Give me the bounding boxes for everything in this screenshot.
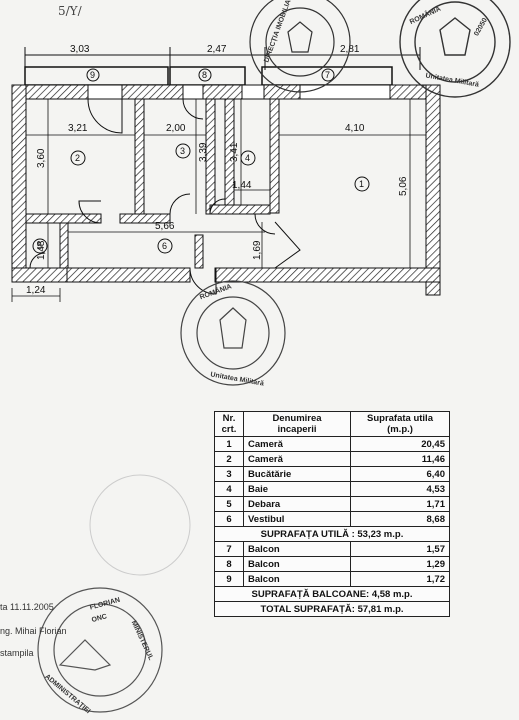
- interior-dimension-lines: [11, 99, 426, 302]
- row-area: 1,71: [350, 496, 450, 512]
- stamp-top-right: [399, 0, 511, 98]
- door-swings: [29, 98, 301, 295]
- row-nr: 5: [214, 496, 244, 512]
- dim-room2-width: 3,21: [68, 123, 88, 134]
- total-useful-row: SUPRAFAȚA UTILĂ : 53,23 m.p.: [214, 526, 450, 542]
- row-name: Vestibul: [243, 511, 351, 527]
- dim-room4-height: 3,41: [229, 142, 240, 162]
- table-row: 3 Bucătărie 6,40: [214, 466, 450, 482]
- row-area: 1,57: [350, 541, 450, 557]
- dim-room4-width: 1,44: [232, 180, 252, 191]
- room-2-number: 2: [75, 153, 80, 163]
- table-row: 5 Debara 1,71: [214, 496, 450, 512]
- dim-room2-height: 3,60: [36, 148, 47, 168]
- stamp-bottom-text-b: ADMINISTRAȚIEI: [43, 673, 91, 715]
- total-useful-area: SUPRAFAȚA UTILĂ : 53,23 m.p.: [214, 526, 450, 542]
- row-nr: 6: [214, 511, 244, 527]
- footer-date: ta 11.11.2005: [0, 602, 54, 612]
- total-area: TOTAL SUPRAFAȚĂ: 57,81 m.p.: [214, 601, 450, 617]
- header-area: Suprafata utila (m.p.): [350, 411, 450, 437]
- row-area: 11,46: [350, 451, 450, 467]
- balcony-9-number: 9: [90, 70, 95, 80]
- row-nr: 4: [214, 481, 244, 497]
- room-3-number: 3: [180, 146, 185, 156]
- row-area: 20,45: [350, 436, 450, 452]
- row-nr: 8: [214, 556, 244, 572]
- table-row: 2 Cameră 11,46: [214, 451, 450, 467]
- row-name: Bucătărie: [243, 466, 351, 482]
- dim-top-left: 3,03: [70, 44, 90, 55]
- row-name: Cameră: [243, 451, 351, 467]
- top-dimension-line: [24, 47, 421, 70]
- header-name: Denumirea incaperii: [243, 411, 351, 437]
- room-5-number: 5: [37, 241, 42, 251]
- room-6-number: 6: [162, 241, 167, 251]
- interior-walls: [25, 98, 280, 269]
- handwritten-note: 5/Y/: [58, 4, 82, 18]
- table-row: 7 Balcon 1,57: [214, 541, 450, 557]
- dim-room5-width: 1,24: [26, 285, 46, 296]
- balcony-7-number: 7: [325, 70, 330, 80]
- row-area: 1,72: [350, 571, 450, 587]
- table-row: 8 Balcon 1,29: [214, 556, 450, 572]
- row-nr: 7: [214, 541, 244, 557]
- stamp-bottom-text-d: ONC: [91, 613, 108, 624]
- total-balconies-row: SUPRAFAȚĂ BALCOANE: 4,58 m.p.: [214, 586, 450, 602]
- stamp-top-right-text-c: 02050: [473, 17, 489, 37]
- table-row: 1 Cameră 20,45: [214, 436, 450, 452]
- dim-hall-height: 1,69: [252, 240, 263, 260]
- room-4-number: 4: [245, 153, 250, 163]
- dim-top-mid: 2,47: [207, 44, 227, 55]
- dim-room1-height: 5,06: [398, 176, 409, 196]
- stamp-bottom-text-c: FLORIAN: [89, 597, 121, 612]
- dim-hall-width: 5,66: [155, 221, 175, 232]
- table-header-row: Nr. crt. Denumirea incaperii Suprafata u…: [214, 411, 450, 437]
- room-1-number: 1: [359, 179, 364, 189]
- faint-stamp-mid: [89, 474, 191, 576]
- footer-stamp-label: stampila: [0, 648, 34, 658]
- row-nr: 2: [214, 451, 244, 467]
- table-row: 4 Baie 4,53: [214, 481, 450, 497]
- row-nr: 3: [214, 466, 244, 482]
- row-name: Balcon: [243, 571, 351, 587]
- window-openings: [87, 84, 391, 100]
- total-area-row: TOTAL SUPRAFAȚĂ: 57,81 m.p.: [214, 601, 450, 617]
- footer-engineer: ng. Mihai Florian: [0, 626, 67, 636]
- dim-room3-height: 3,39: [198, 142, 209, 162]
- row-area: 8,68: [350, 511, 450, 527]
- stamp-top-mid: [249, 0, 351, 93]
- total-balconies-area: SUPRAFAȚĂ BALCOANE: 4,58 m.p.: [214, 586, 450, 602]
- room-number-markers: [32, 143, 370, 254]
- header-nr: Nr. crt.: [214, 411, 244, 437]
- row-area: 4,53: [350, 481, 450, 497]
- row-name: Baie: [243, 481, 351, 497]
- balcony-8-number: 8: [202, 70, 207, 80]
- row-name: Balcon: [243, 556, 351, 572]
- table-row: 9 Balcon 1,72: [214, 571, 450, 587]
- balcony-number-markers: [86, 68, 335, 82]
- row-area: 1,29: [350, 556, 450, 572]
- row-nr: 9: [214, 571, 244, 587]
- dim-room3-width: 2,00: [166, 123, 186, 134]
- table-row: 6 Vestibul 8,68: [214, 511, 450, 527]
- stamp-bottom-left: [37, 587, 163, 713]
- row-nr: 1: [214, 436, 244, 452]
- row-area: 6,40: [350, 466, 450, 482]
- row-name: Cameră: [243, 436, 351, 452]
- stamp-center: [180, 280, 286, 386]
- row-name: Debara: [243, 496, 351, 512]
- dim-room5-height: 1,48: [36, 240, 47, 260]
- dim-room1-width: 4,10: [345, 123, 365, 134]
- stamp-bottom-text-a: MINISTERUL: [130, 620, 155, 662]
- area-table: Nr. crt. Denumirea incaperii Suprafata u…: [214, 411, 450, 617]
- row-name: Balcon: [243, 541, 351, 557]
